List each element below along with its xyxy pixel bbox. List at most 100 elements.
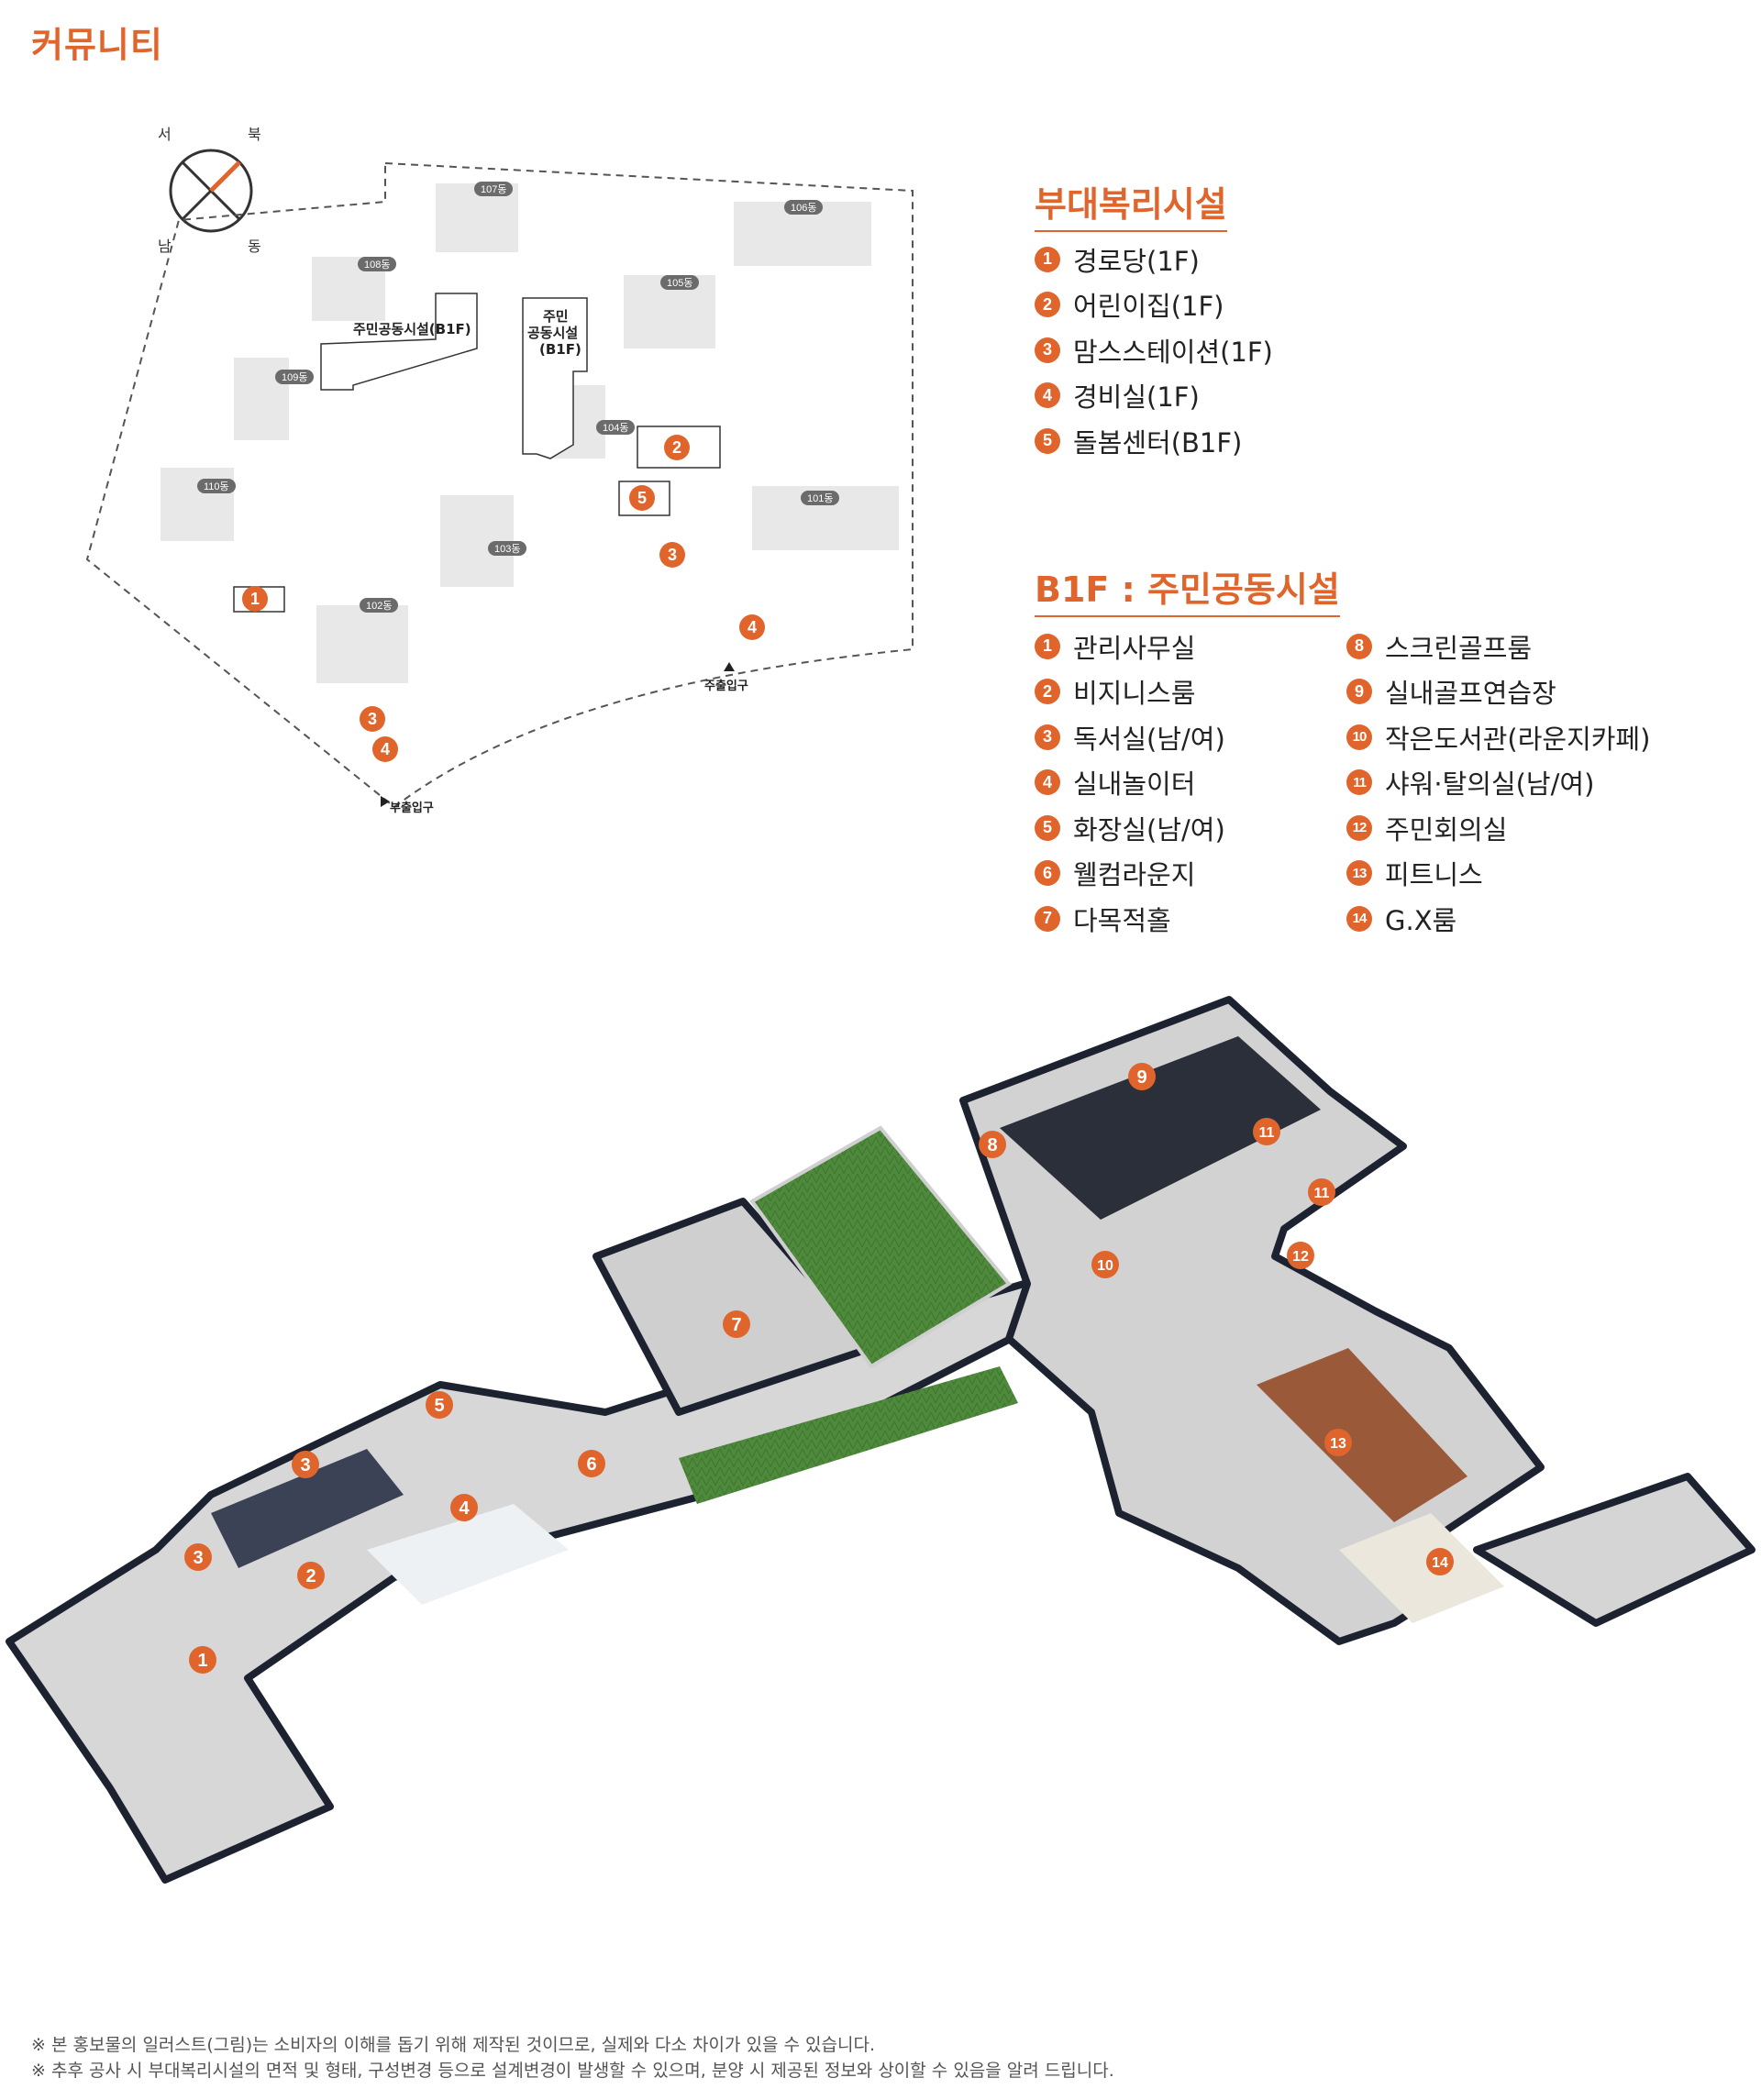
compass: 서 북 남 동	[158, 127, 261, 255]
tag-105: 105동	[660, 275, 699, 290]
floor-marker-5: 5	[426, 1391, 453, 1419]
svg-text:4: 4	[381, 740, 390, 758]
num-badge: 2	[1035, 679, 1060, 705]
site-marker-4: 4	[739, 614, 765, 640]
legend-welfare-title: 부대복리시설	[1035, 176, 1227, 232]
svg-text:105동: 105동	[667, 278, 692, 289]
num-badge: 11	[1346, 769, 1372, 796]
floor-marker-14: 14	[1426, 1548, 1454, 1575]
facility-b1f-center-label-2: 공동시설	[527, 325, 578, 341]
svg-text:7: 7	[731, 1315, 741, 1335]
footnote-1: ※ 본 홍보물의 일러스트(그림)는 소비자의 이해를 돕기 위해 제작된 것이…	[31, 2035, 876, 2055]
facility-b1f-center-label-3: (B1F)	[539, 341, 581, 358]
compass-east: 동	[248, 238, 261, 255]
svg-text:107동: 107동	[481, 184, 506, 195]
svg-text:3: 3	[193, 1548, 203, 1568]
svg-text:1: 1	[250, 590, 260, 608]
legend-label: 화장실(남/여)	[1073, 813, 1225, 846]
legend-label: 맘스스테이션(1F)	[1073, 336, 1273, 368]
floor-marker-3a: 3	[184, 1543, 212, 1571]
floor-marker-1: 1	[189, 1646, 216, 1674]
legend-label: 관리사무실	[1073, 632, 1196, 664]
tag-107: 107동	[474, 182, 513, 196]
room-gx-floor	[1339, 1513, 1504, 1623]
slab-left-wing	[6, 1271, 1068, 1884]
tag-106: 106동	[784, 200, 823, 215]
svg-text:104동: 104동	[603, 423, 628, 434]
svg-text:1: 1	[197, 1651, 207, 1671]
compass-west: 서	[158, 127, 172, 143]
legend-label: 어린이집(1F)	[1073, 291, 1224, 323]
svg-text:3: 3	[668, 546, 677, 564]
tag-104: 104동	[596, 420, 635, 435]
facility-b1f-west-outline	[320, 293, 478, 391]
tag-103: 103동	[488, 541, 526, 556]
tag-110: 110동	[197, 479, 236, 493]
floor-marker-3b: 3	[292, 1451, 319, 1478]
legend-item: 2 비지니스룸	[1035, 669, 1225, 715]
legend-label: 실내놀이터	[1073, 768, 1196, 801]
legend-label: 작은도서관(라운지카페)	[1385, 723, 1651, 755]
legend-item: 4 경비실(1F)	[1035, 373, 1273, 419]
room-fitness-floor	[1257, 1348, 1468, 1522]
site-marker-3: 3	[659, 542, 685, 568]
floor-marker-2: 2	[297, 1562, 325, 1589]
num-badge: 8	[1346, 633, 1372, 659]
floor-marker-7: 7	[723, 1310, 750, 1338]
legend-b1f-title: B1F : 주민공동시설	[1035, 561, 1340, 617]
compass-ring	[169, 149, 253, 233]
num-badge: 1	[1035, 246, 1060, 272]
floor-marker-8: 8	[979, 1131, 1006, 1158]
floor-markers: 1 2 3 3 4 5 6 7 8 9 10 11 11 12 13 14	[184, 1063, 1454, 1674]
num-badge: 2	[1035, 292, 1060, 318]
legend-label: 웰컴라운지	[1073, 859, 1196, 891]
sub-entrance-label: 부출입구	[390, 801, 434, 815]
site-markers: 1 2 3 4 5 3 4	[242, 435, 765, 762]
legend-label: 경로당(1F)	[1073, 245, 1200, 277]
main-entrance-label: 주출입구	[704, 679, 748, 693]
svg-text:110동: 110동	[204, 481, 229, 492]
floor-marker-12: 12	[1287, 1242, 1314, 1269]
num-badge: 13	[1346, 860, 1372, 887]
site-marker-4b: 4	[372, 736, 398, 762]
page-title: 커뮤니티	[31, 25, 163, 65]
room-playroom-floor	[367, 1504, 569, 1605]
svg-text:11: 11	[1314, 1186, 1330, 1201]
floor-marker-13: 13	[1324, 1429, 1352, 1456]
legend-label: 실내골프연습장	[1385, 678, 1556, 710]
svg-text:10: 10	[1097, 1258, 1113, 1274]
tag-102: 102동	[360, 598, 398, 613]
num-badge: 4	[1035, 382, 1060, 409]
facility-b1f-center-outline	[522, 297, 588, 459]
svg-text:12: 12	[1292, 1249, 1309, 1265]
svg-text:106동: 106동	[791, 203, 816, 214]
num-badge: 7	[1035, 905, 1060, 932]
building-tags: 107동 106동 108동 105동 109동 104동 110동 101동 …	[197, 182, 839, 613]
footnotes: ※ 본 홍보물의 일러스트(그림)는 소비자의 이해를 돕기 위해 제작된 것이…	[31, 2032, 1737, 2083]
legend-label: 다목적홀	[1073, 904, 1171, 936]
legend-item: 1 관리사무실	[1035, 624, 1225, 669]
num-badge: 3	[1035, 724, 1060, 750]
legend-item: 1 경로당(1F)	[1035, 237, 1273, 282]
main-entrance-arrow-icon	[724, 662, 735, 671]
svg-text:102동: 102동	[366, 601, 392, 612]
compass-south: 남	[158, 238, 172, 255]
legend-label: 비지니스룸	[1073, 678, 1196, 710]
floor-marker-9: 9	[1128, 1063, 1156, 1090]
legend-label: 경비실(1F)	[1073, 381, 1200, 414]
svg-text:6: 6	[586, 1454, 596, 1475]
sub-entrance-arrow-icon	[381, 796, 390, 807]
svg-text:3: 3	[368, 710, 377, 728]
num-badge: 12	[1346, 814, 1372, 841]
num-badge: 1	[1035, 633, 1060, 659]
